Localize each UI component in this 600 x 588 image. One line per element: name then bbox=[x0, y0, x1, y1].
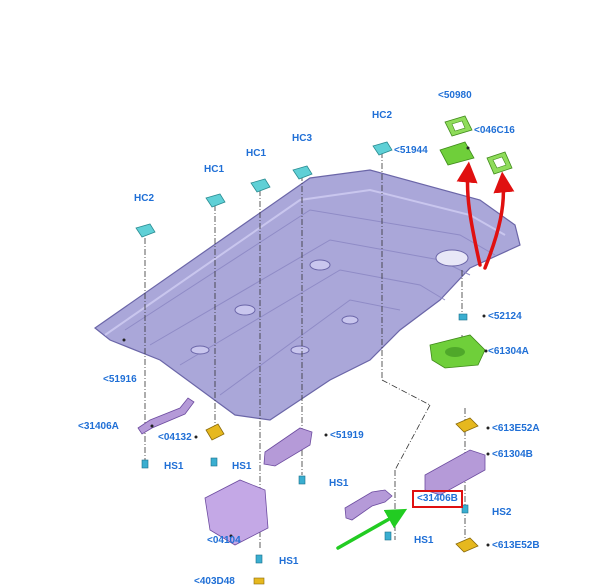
part-51919 bbox=[263, 427, 313, 467]
screws bbox=[141, 457, 469, 564]
green-arrow bbox=[336, 508, 408, 550]
label-52124: <52124 bbox=[488, 311, 522, 322]
label-31406b-highlighted: <31406B bbox=[412, 490, 463, 508]
part-31406b bbox=[344, 489, 393, 521]
part-61304a bbox=[429, 334, 486, 369]
part-51944 bbox=[439, 141, 475, 166]
label-61304b: <61304B bbox=[492, 449, 533, 460]
part-31406a bbox=[137, 397, 195, 435]
label-403d48: <403D48 bbox=[194, 576, 235, 587]
part-046c16 bbox=[486, 151, 513, 175]
clip-hc2-left bbox=[135, 223, 156, 238]
label-hs1-c: HS1 bbox=[329, 478, 349, 489]
part-613e52a bbox=[455, 417, 479, 433]
label-51919: <51919 bbox=[330, 430, 364, 441]
label-hs1-e: HS1 bbox=[279, 556, 299, 567]
label-hc2-left: HC2 bbox=[134, 193, 155, 204]
label-31406a: <31406A bbox=[78, 421, 119, 432]
label-51916: <51916 bbox=[103, 374, 137, 385]
part-52124 bbox=[458, 313, 468, 321]
label-hs1-d: HS1 bbox=[414, 535, 434, 546]
part-04104 bbox=[204, 479, 269, 546]
label-hs1-a: HS1 bbox=[164, 461, 184, 472]
clip-hc2-right bbox=[372, 141, 393, 156]
clip-hc1-a bbox=[205, 193, 226, 208]
part-403d48 bbox=[253, 577, 265, 585]
label-hc1-a: HC1 bbox=[204, 164, 225, 175]
label-04104: <04104 bbox=[207, 535, 241, 546]
label-51944: <51944 bbox=[394, 145, 428, 156]
label-hc2-right: HC2 bbox=[372, 110, 393, 121]
label-hc1-b: HC1 bbox=[246, 148, 267, 159]
red-arrows bbox=[456, 161, 515, 270]
label-hs1-b: HS1 bbox=[232, 461, 252, 472]
label-hc3: HC3 bbox=[292, 133, 313, 144]
label-613e52b: <613E52B bbox=[492, 540, 540, 551]
label-61304a: <61304A bbox=[488, 346, 529, 357]
label-50980: <50980 bbox=[438, 90, 472, 101]
label-046c16: <046C16 bbox=[474, 125, 515, 136]
label-ticks bbox=[122, 146, 490, 547]
part-613e52b bbox=[455, 537, 479, 553]
headliner-panel bbox=[93, 169, 521, 421]
label-hs2: HS2 bbox=[492, 507, 512, 518]
part-50980 bbox=[444, 115, 473, 137]
label-613e52a: <613E52A bbox=[492, 423, 540, 434]
label-04132: <04132 bbox=[158, 432, 192, 443]
clip-hc3 bbox=[292, 165, 313, 180]
clip-hc1-b bbox=[250, 178, 271, 193]
part-04132 bbox=[205, 423, 225, 441]
part-61304b bbox=[424, 449, 486, 496]
